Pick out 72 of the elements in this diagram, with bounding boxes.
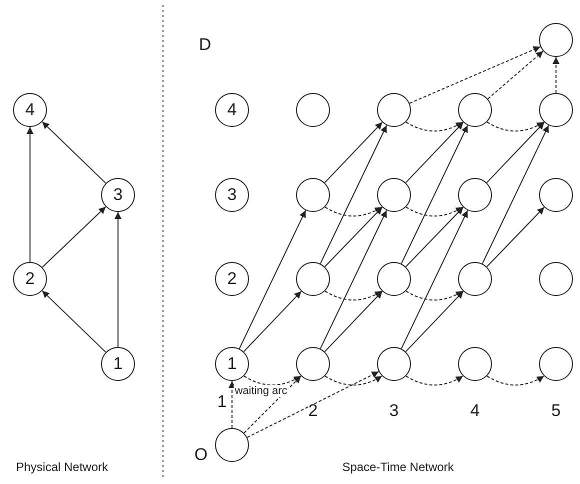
- dashed-arrow: [552, 56, 560, 94]
- arrow: [482, 124, 550, 264]
- node-circle: [458, 347, 492, 381]
- edge-label: waiting arc: [234, 385, 288, 397]
- node-circle: [458, 178, 492, 212]
- arrow: [114, 212, 122, 348]
- dashed-arrow: [406, 122, 464, 132]
- node-circle: 3: [215, 178, 249, 212]
- dashed-arrow: [406, 206, 464, 217]
- node-circle: 1: [101, 347, 135, 381]
- node-circle: [296, 347, 330, 381]
- node-circle: 4: [13, 93, 47, 127]
- caption: Physical Network: [16, 460, 108, 474]
- node-circle: [215, 428, 249, 462]
- dashed-arrow: [246, 371, 380, 438]
- arrow: [320, 124, 388, 264]
- node-circle: [296, 262, 330, 296]
- node-circle: 2: [13, 262, 47, 296]
- arrow: [405, 206, 464, 268]
- dashed-arrow: [406, 290, 464, 301]
- node-circle: [458, 93, 492, 127]
- node-circle: [458, 262, 492, 296]
- node-circle: [296, 178, 330, 212]
- node-circle: [539, 262, 573, 296]
- node-circle: [377, 178, 411, 212]
- arrow: [320, 210, 388, 350]
- node-circle: 2: [215, 262, 249, 296]
- node-circle: [377, 262, 411, 296]
- axis-label: O: [194, 445, 208, 465]
- node-circle: 4: [215, 93, 249, 127]
- node-circle: [377, 93, 411, 127]
- node-circle: [296, 93, 330, 127]
- dashed-arrow: [324, 290, 382, 301]
- arrow: [42, 121, 106, 184]
- dashed-arrow: [406, 376, 464, 386]
- arrow: [243, 290, 302, 352]
- arrow: [405, 290, 464, 352]
- dashed-arrow: [244, 376, 302, 386]
- axis-label: 3: [389, 401, 399, 421]
- dashed-arrow: [409, 46, 541, 104]
- dashed-arrow: [486, 122, 544, 132]
- arrow: [486, 206, 545, 268]
- caption: Space-Time Network: [342, 460, 454, 474]
- node-circle: [539, 93, 573, 127]
- node-circle: [539, 23, 573, 57]
- node-circle: 3: [101, 178, 135, 212]
- axis-label: D: [198, 35, 212, 55]
- node-circle: 1: [215, 347, 249, 381]
- arrow: [238, 210, 306, 350]
- arrow: [400, 210, 468, 350]
- axis-label: 1: [217, 392, 227, 412]
- axis-label: 5: [551, 401, 561, 421]
- arrow: [324, 206, 383, 268]
- arrow: [26, 126, 34, 262]
- arrow: [405, 122, 464, 184]
- node-circle: [539, 347, 573, 381]
- dashed-arrow: [487, 50, 544, 100]
- dashed-arrow: [244, 376, 302, 434]
- arrow: [42, 206, 106, 268]
- arrow: [324, 122, 383, 184]
- node-circle: [539, 178, 573, 212]
- arrow: [486, 122, 545, 184]
- dashed-arrow: [486, 376, 544, 386]
- dashed-arrow: [324, 206, 382, 217]
- dashed-arrow: [324, 376, 382, 386]
- axis-label: 4: [470, 401, 480, 421]
- arrow: [400, 124, 468, 264]
- arrow: [42, 290, 106, 353]
- dashed-arrow: [228, 380, 236, 428]
- axis-label: 2: [308, 401, 318, 421]
- node-circle: [377, 347, 411, 381]
- arrow: [324, 290, 383, 352]
